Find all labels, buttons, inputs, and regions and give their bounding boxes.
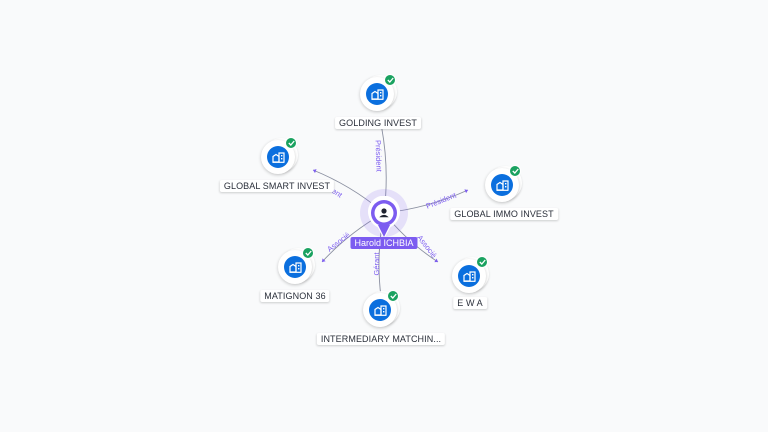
edge-relation-label: Gérant (372, 252, 381, 276)
building-icon (369, 299, 391, 321)
company-icon-wrap (485, 165, 522, 204)
company-name-label: MATIGNON 36 (260, 290, 330, 302)
edge-arrow (464, 189, 468, 194)
edge-relation-label: Associé (325, 230, 351, 253)
building-icon (491, 174, 513, 196)
company-name-label: INTERMEDIARY MATCHIN... (316, 333, 446, 345)
person-name-label: Harold ICHBIA (350, 237, 418, 249)
building-icon (267, 146, 289, 168)
edge-relation-label: Associé (415, 233, 438, 259)
verified-check-icon (476, 256, 488, 268)
verified-check-icon (384, 74, 396, 86)
building-icon (458, 265, 480, 287)
company-name-label: E W A (453, 297, 487, 309)
company-name-label: GLOBAL SMART INVEST (219, 180, 335, 192)
building-icon (366, 83, 388, 105)
edge-arrow (313, 169, 317, 174)
building-icon (284, 256, 306, 278)
edge-arrow (322, 258, 326, 262)
company-icon-wrap (278, 247, 315, 286)
company-name-label: GOLDING INVEST (335, 117, 421, 129)
company-icon-wrap (360, 74, 397, 113)
company-icon-wrap (363, 290, 400, 329)
verified-check-icon (302, 247, 314, 259)
verified-check-icon (387, 290, 399, 302)
verified-check-icon (509, 165, 521, 177)
verified-check-icon (285, 137, 297, 149)
company-icon-wrap (261, 137, 298, 176)
edge-arrow (434, 258, 438, 263)
edge-relation-label: Président (373, 140, 383, 173)
company-name-label: GLOBAL IMMO INVEST (450, 208, 558, 220)
company-icon-wrap (452, 256, 489, 295)
person-icon (368, 196, 400, 239)
